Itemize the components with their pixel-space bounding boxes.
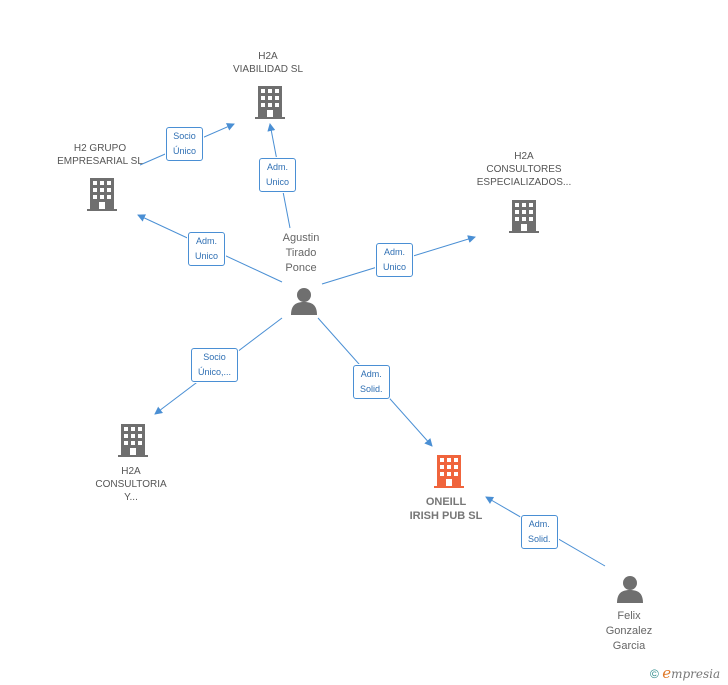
h2-grupo-building-icon[interactable]: [87, 178, 117, 211]
brand-name-rest: mpresia: [671, 667, 721, 681]
empresia-logo[interactable]: © empresia: [650, 664, 720, 682]
edge-label-adm-solid-felix[interactable]: Adm. Solid.: [521, 515, 558, 549]
copyright-symbol: ©: [650, 667, 659, 681]
node-label-agustin[interactable]: Agustin Tirado Ponce: [282, 232, 320, 274]
edge-label-adm-unico-consultores[interactable]: Adm. Unico: [376, 243, 414, 277]
node-label-h2a-viabilidad[interactable]: H2A VIABILIDAD SL: [232, 51, 304, 75]
node-label-felix[interactable]: Felix Gonzalez Garcia: [605, 610, 653, 652]
edge-label-adm-solid-agustin[interactable]: Adm. Solid.: [353, 365, 390, 399]
edge-label-adm-unico-grupo[interactable]: Adm. Unico: [188, 232, 226, 266]
h2a-consultoria-building-icon[interactable]: [118, 424, 148, 457]
node-label-h2a-consultores[interactable]: H2A CONSULTORES ESPECIALIZADOS...: [476, 151, 572, 188]
felix-person-icon[interactable]: [617, 576, 643, 603]
edge-label-socio-unico-consultoria[interactable]: Socio Único,...: [191, 348, 239, 382]
node-label-h2-grupo[interactable]: H2 GRUPO EMPRESARIAL SL: [57, 143, 143, 167]
oneill-building-icon[interactable]: [434, 455, 464, 488]
agustin-person-icon[interactable]: [291, 288, 317, 315]
node-label-h2a-consultoria[interactable]: H2A CONSULTORIA Y...: [95, 466, 167, 503]
h2a-consultores-building-icon[interactable]: [509, 200, 539, 233]
node-label-oneill[interactable]: ONEILL IRISH PUB SL: [409, 496, 483, 522]
edge-label-adm-unico-viabilidad[interactable]: Adm. Unico: [259, 158, 297, 192]
edge-label-socio-unico[interactable]: Socio Único: [166, 127, 204, 161]
h2a-viabilidad-building-icon[interactable]: [255, 86, 285, 119]
brand-e: e: [662, 664, 672, 682]
